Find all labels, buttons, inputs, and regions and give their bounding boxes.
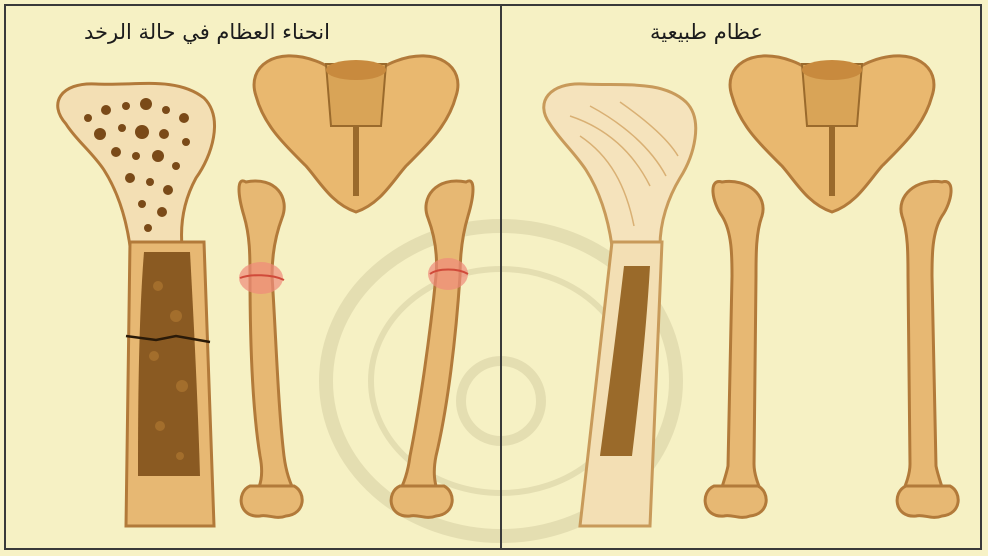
femur-cross-section-icon bbox=[26, 6, 246, 546]
femur-cross-section-icon bbox=[520, 6, 720, 546]
figure-frame: انحناء العظام في حالة الرخد bbox=[4, 4, 982, 550]
panel-normal: عظام طبيعية bbox=[502, 6, 982, 548]
pelvis-icon bbox=[692, 6, 972, 546]
pelvis-icon bbox=[216, 6, 496, 546]
panel-rickets: انحناء العظام في حالة الرخد bbox=[6, 6, 500, 548]
